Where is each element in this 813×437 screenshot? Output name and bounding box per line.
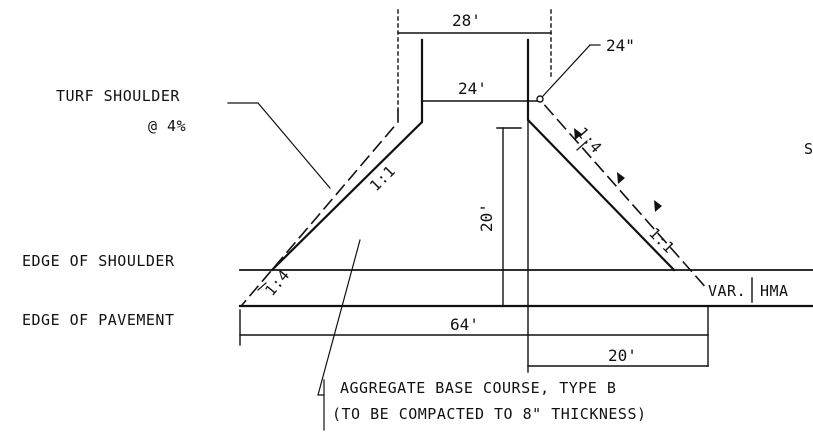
base-dimension: 64' — [450, 315, 479, 334]
right-base-dimension: 20' — [608, 346, 637, 365]
aggregate-label-line1: AGGREGATE BASE COURSE, TYPE B — [340, 379, 616, 397]
right-outer-slope-label: 1:4 — [573, 124, 606, 157]
right-outer-slope-tick — [576, 140, 588, 151]
offset-marker — [536, 95, 544, 103]
left-inner-slope — [270, 38, 424, 272]
right-outer-slope — [527, 100, 710, 292]
aggregate-leader — [317, 239, 361, 396]
side-s-label: S — [804, 140, 813, 158]
turf-shoulder-leader — [227, 102, 331, 189]
turf-arrow-1 — [574, 128, 582, 140]
edge-of-shoulder-label: EDGE OF SHOULDER — [22, 252, 175, 270]
offset-dimension: 24" — [606, 36, 635, 55]
left-inner-slope-label: 1:1 — [366, 162, 399, 195]
left-outer-slope-tick — [257, 282, 267, 291]
turf-arrow-3 — [654, 200, 662, 212]
right-inner-slope-label: 1:1 — [645, 224, 678, 257]
right-inner-slope — [526, 38, 676, 272]
offset-leader — [542, 44, 591, 97]
aggregate-label-line2: (TO BE COMPACTED TO 8" THICKNESS) — [332, 405, 647, 423]
edge-of-pavement-label: EDGE OF PAVEMENT — [22, 311, 175, 329]
hma-label: HMA — [760, 282, 789, 300]
turf-shoulder-label: TURF SHOULDER — [56, 87, 180, 105]
var-label: VAR. — [708, 282, 746, 300]
top-outer-dimension: 28' — [452, 11, 481, 30]
top-inner-dimension: 24' — [458, 79, 487, 98]
left-outer-slope — [240, 109, 399, 307]
height-dimension: 20' — [477, 203, 496, 232]
turf-arrow-2 — [617, 172, 625, 184]
left-outer-slope-label: 1:4 — [261, 266, 293, 299]
turf-shoulder-slope-label: @ 4% — [148, 117, 186, 135]
